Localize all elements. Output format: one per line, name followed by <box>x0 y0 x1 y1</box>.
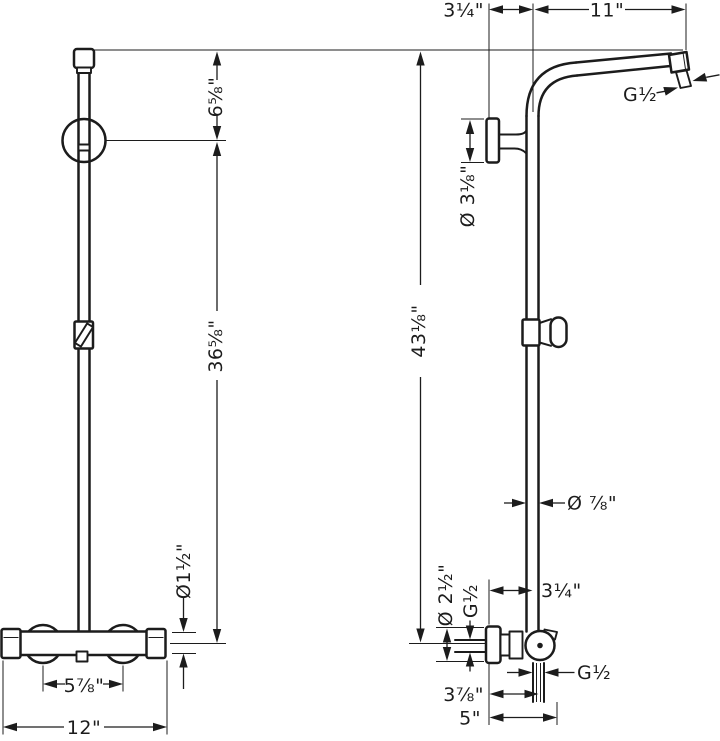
valve-end-cap-left <box>0 627 22 660</box>
arrow-up <box>212 142 222 156</box>
dim-arm-outlet-thread: G½ <box>623 84 657 106</box>
dimensions-side: 3¼" 11" G½ Ø 3⅛" 43⅛" Ø ⅞" Ø 2½" <box>408 0 720 730</box>
valve-body-side-outer <box>508 630 524 660</box>
dim-overall-height: 43⅛" <box>408 304 430 357</box>
flange-diameter-extensions <box>461 118 484 163</box>
arrow-right <box>109 679 123 689</box>
dimensions-front: 6⅝" 36⅝" Ø1½" 5⅞" 12" <box>3 51 227 739</box>
wall-flange-top <box>485 117 501 164</box>
holder-clip-front <box>73 322 95 348</box>
dim-wall-to-handle: 5" <box>459 708 481 730</box>
arrow-down <box>179 618 188 632</box>
dim-wall-to-riser-bottom: 3¼" <box>541 580 582 602</box>
supply-spacing-extensions <box>42 665 124 692</box>
dim-overall-width: 12" <box>67 717 101 739</box>
extension-lines <box>2 3 687 735</box>
arrow-left <box>489 5 503 14</box>
dim-riser-diameter: Ø ⅞" <box>567 493 617 515</box>
arrow-left <box>489 586 504 595</box>
arrow-right <box>518 668 533 677</box>
arrow-right <box>543 713 557 722</box>
arrow-right <box>153 722 167 732</box>
valve-bottom-knob <box>75 650 89 663</box>
arrow-down <box>442 647 452 661</box>
front-view <box>0 47 167 665</box>
dim-leader <box>656 90 666 94</box>
arrow-up <box>212 51 222 66</box>
escutcheon-diameter-extensions <box>436 627 484 662</box>
arrow-left <box>489 689 504 699</box>
dim-wall-to-outlet: 3⅞" <box>443 684 484 706</box>
arrow-right <box>524 689 539 699</box>
riser-pipe-side <box>525 114 540 633</box>
arrow-right <box>671 5 686 14</box>
holder-knob-neck <box>538 318 552 347</box>
valve-escutcheon-side <box>484 625 502 665</box>
riser-joint <box>77 143 91 152</box>
arrow-down <box>212 629 222 643</box>
valve-end-cap-right <box>145 627 167 660</box>
arrow-left <box>3 722 17 732</box>
riser-top-cap <box>72 47 96 70</box>
shower-arm <box>574 52 673 77</box>
wall-support-arm <box>498 129 528 154</box>
dim-wall-to-riser: 3¼" <box>443 0 484 22</box>
arm-end-block-line <box>682 52 687 70</box>
arrow-left <box>534 5 549 14</box>
arrow-toward-nipple-left <box>663 87 678 96</box>
arrow-up <box>179 653 188 668</box>
dim-supply-spacing: 5⅞" <box>64 675 105 697</box>
arrow-up <box>465 120 475 134</box>
dim-tail <box>706 74 720 78</box>
dim-escutcheon-diameter: Ø 2½" <box>435 564 457 627</box>
shower-head-connector-nipple <box>675 69 692 89</box>
hose-outlet-inner-lines <box>536 663 541 702</box>
arrow-left <box>539 498 553 508</box>
riser-pipe-front <box>77 70 91 633</box>
dim-hose-outlet-thread: G½ <box>577 662 611 684</box>
side-view <box>454 50 692 703</box>
dim-arm-reach: 11" <box>590 0 624 22</box>
arrow-up <box>416 51 425 66</box>
arrow-right <box>518 586 533 595</box>
riser-curve <box>525 61 579 118</box>
arrow-down <box>465 625 475 640</box>
arrow-up <box>465 652 475 667</box>
arrow-left <box>43 679 57 689</box>
dim-bracket-to-valve: 36⅝" <box>205 319 227 372</box>
dim-flange-diameter: Ø 3⅛" <box>457 165 479 228</box>
dim-supply-thread: G½ <box>460 584 482 618</box>
valve-handle-center-dot <box>537 642 543 649</box>
riser-cap-neck <box>76 66 92 74</box>
dim-valve-diameter: Ø1½" <box>173 543 195 599</box>
dim-top-to-bracket: 6⅝" <box>205 77 227 118</box>
valve-diameter-extensions <box>172 632 196 654</box>
hand-shower-holder-side <box>521 318 541 347</box>
overall-width-extensions <box>2 660 168 735</box>
valve-body-side-inner <box>499 633 511 657</box>
arrow-down <box>465 148 475 162</box>
top-dimension-extensions <box>488 3 687 118</box>
arrow-up <box>442 628 452 643</box>
wall-bracket <box>61 117 107 164</box>
arrow-left <box>489 713 504 722</box>
arrow-down <box>416 628 425 643</box>
arrow-left <box>544 668 559 677</box>
arrow-toward-nipple-right <box>692 72 708 82</box>
arrow-right <box>519 5 533 14</box>
holder-knob <box>549 316 568 349</box>
supply-stub <box>454 639 487 653</box>
arrow-right <box>512 498 526 508</box>
arrow-down <box>212 126 222 140</box>
